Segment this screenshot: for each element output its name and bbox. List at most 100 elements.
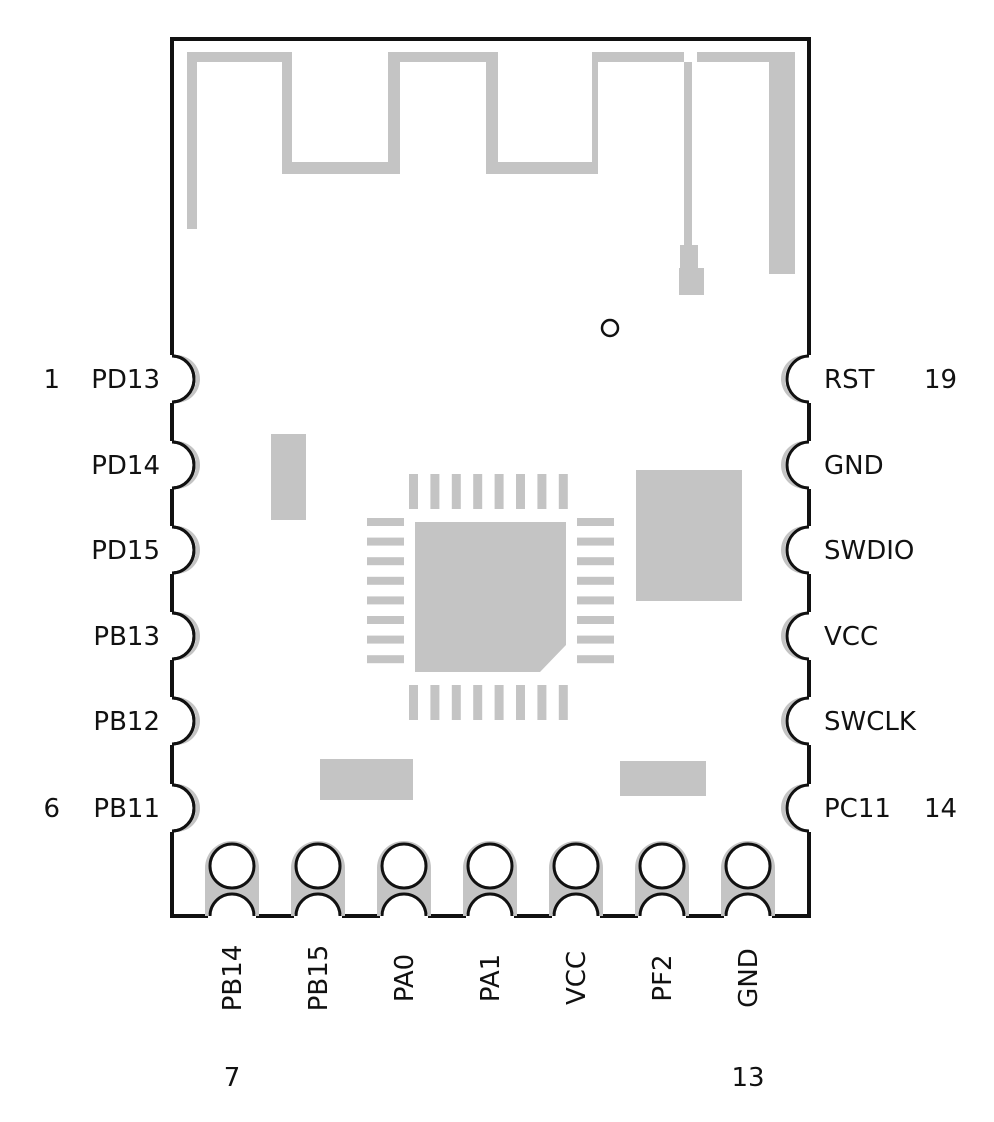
left-pin-name: PD14 <box>91 451 160 481</box>
bottom-pin: PF2 <box>635 841 689 1002</box>
bottom-pin-gap <box>724 914 772 920</box>
pcb-antenna-ground-arm <box>697 52 795 62</box>
chip-lead-top <box>537 474 547 509</box>
left-pin-name: PD15 <box>91 536 160 566</box>
bottom-pin-castellation <box>552 892 600 917</box>
chip-lead-left <box>367 537 404 546</box>
right-pin: GND <box>781 440 884 490</box>
chip-lead-left <box>367 518 404 526</box>
left-pin-edge <box>171 525 196 575</box>
component-left-vertical <box>271 434 306 520</box>
right-pin-edge <box>785 611 810 661</box>
left-pin-gap <box>168 697 174 745</box>
bottom-pin-gap <box>380 914 428 920</box>
bottom-pin-castellation <box>724 892 772 917</box>
left-pin-gap <box>168 441 174 489</box>
chip-lead-right <box>577 616 614 624</box>
chip-lead-top <box>430 474 440 509</box>
chip-lead-top <box>451 474 461 509</box>
fiducial-mark <box>600 318 620 338</box>
bottom-pin: VCC <box>549 841 603 1005</box>
bottom-pin-number: 13 <box>731 1063 764 1093</box>
left-pin-edge <box>171 354 196 404</box>
right-pin-gap <box>806 355 812 403</box>
right-pin-name: GND <box>824 451 884 481</box>
left-pin-edge <box>171 696 196 746</box>
right-pin-pad <box>781 697 809 745</box>
left-pin-name: PB13 <box>93 622 160 652</box>
right-pin: SWDIO <box>781 525 914 575</box>
chip-lead-bottom <box>516 685 525 720</box>
chip-lead-bottom <box>473 685 483 720</box>
right-pin-gap <box>806 697 812 745</box>
right-pin-number: 14 <box>924 794 957 824</box>
chip-lead-top <box>494 474 504 509</box>
pcb-antenna-trace <box>187 52 684 229</box>
chip-lead-right <box>577 635 614 644</box>
bottom-pin-castellation <box>466 892 514 917</box>
bottom-pin-via <box>208 842 256 890</box>
right-pin-pad <box>781 526 809 574</box>
bottom-pin-castellation <box>380 892 428 917</box>
left-pin-edge <box>171 783 196 833</box>
right-pin: SWCLK <box>781 696 917 746</box>
left-pin-pad <box>172 784 200 832</box>
right-pin-pad <box>781 612 809 660</box>
right-pin-number: 19 <box>924 365 957 395</box>
pcb-antenna-feed-pad <box>680 245 698 269</box>
left-pin-pad <box>172 355 200 403</box>
bottom-pin-name: PB14 <box>218 945 248 1012</box>
chip-lead-left <box>367 655 404 664</box>
left-pin-gap <box>168 526 174 574</box>
chip-lead-right <box>577 596 614 605</box>
bottom-pin: PB15 <box>291 841 345 1011</box>
right-pin-name: SWCLK <box>824 707 917 737</box>
chip-lead-bottom <box>494 685 504 720</box>
chip-lead-bottom <box>451 685 461 720</box>
right-pin-gap <box>806 612 812 660</box>
bottom-pin-via <box>552 842 600 890</box>
left-pin-name: PB11 <box>93 794 160 824</box>
bottom-pin-gap <box>638 914 686 920</box>
chip-lead-left <box>367 616 404 624</box>
left-pin-pad <box>172 612 200 660</box>
bottom-pin-name: PA1 <box>476 954 506 1002</box>
component-bottom-right <box>620 761 706 796</box>
right-pin-pad <box>781 355 809 403</box>
bottom-pin-via <box>294 842 342 890</box>
left-pin-name: PD13 <box>91 365 160 395</box>
chip-lead-top <box>473 474 483 509</box>
chip-lead-right <box>577 537 614 546</box>
bottom-pin-name: GND <box>734 948 764 1008</box>
bottom-pin-gap <box>294 914 342 920</box>
left-pin-gap <box>168 355 174 403</box>
bottom-pin-via <box>724 842 772 890</box>
chip-lead-bottom <box>558 685 568 720</box>
right-pin: PC11 14 <box>781 783 957 833</box>
left-pin-gap <box>168 612 174 660</box>
left-pin: PD15 <box>91 525 200 575</box>
left-pin-pad <box>172 697 200 745</box>
chip-lead-left <box>367 557 404 566</box>
bottom-pin-via <box>380 842 428 890</box>
chip-lead-top <box>558 474 568 509</box>
right-pin-edge <box>785 525 810 575</box>
bottom-pin-castellation <box>638 892 686 917</box>
bottom-pin-via <box>638 842 686 890</box>
bottom-pin-name: PF2 <box>648 954 678 1001</box>
chip-lead-left <box>367 576 404 585</box>
chip-lead-left <box>367 635 404 644</box>
bottom-pin-gap <box>552 914 600 920</box>
right-pin: VCC <box>781 611 878 661</box>
bottom-pin-via <box>466 842 514 890</box>
chip-lead-top <box>516 474 525 509</box>
chip-lead-top <box>409 474 418 509</box>
left-pin: PB13 <box>93 611 200 661</box>
bottom-pin-name: PA0 <box>390 954 420 1002</box>
bottom-pin-name: PB15 <box>304 945 334 1012</box>
right-pin-name: PC11 <box>824 794 891 824</box>
bottom-pin-gap <box>466 914 514 920</box>
